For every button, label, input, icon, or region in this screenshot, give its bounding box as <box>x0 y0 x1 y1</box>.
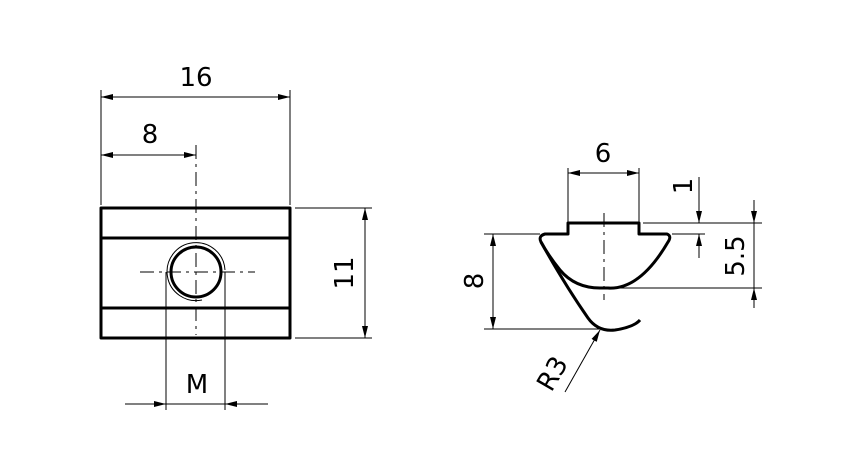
radius-leader <box>564 329 601 393</box>
dim-center-offset-label: 8 <box>142 120 159 150</box>
dim-total-height-label: 8 <box>460 273 490 290</box>
dim-height-label: 11 <box>330 256 360 289</box>
dim-top-width-label: 6 <box>595 139 612 169</box>
dim-width-label: 16 <box>179 63 212 93</box>
nut-profile <box>538 221 672 290</box>
dim-step-label: 1 <box>669 178 699 195</box>
dim-thread-label: M <box>186 370 208 400</box>
front-view: 16 8 11 M <box>99 63 372 410</box>
dim-depth-label: 5.5 <box>721 235 751 276</box>
thread-arc <box>166 242 226 302</box>
dim-radius-label: R3 <box>531 352 574 397</box>
side-view: 6 1 5.5 8 R3 <box>460 139 762 396</box>
spring-profile <box>539 241 642 332</box>
